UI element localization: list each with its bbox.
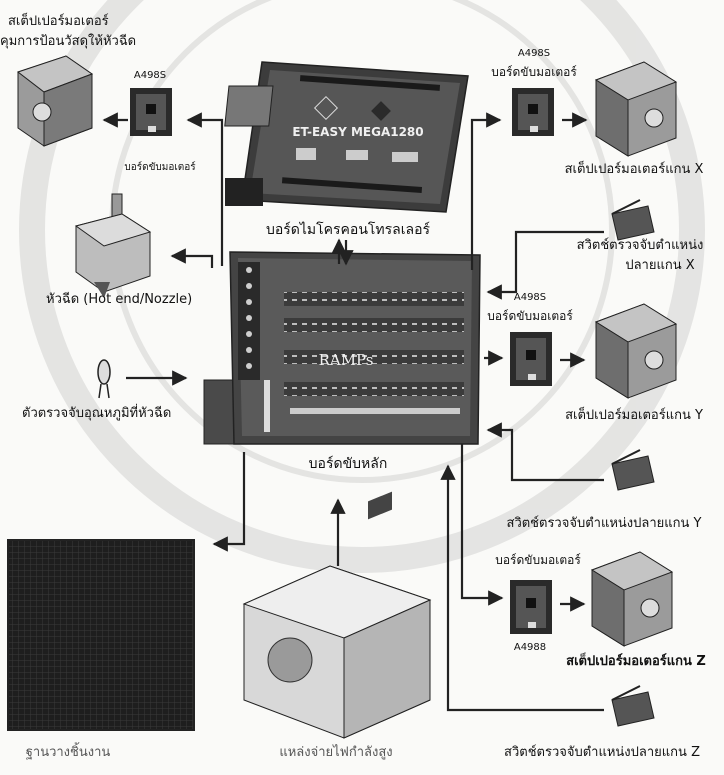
power-supply [242, 491, 432, 739]
x-driver-chip-label: A498S [517, 48, 551, 59]
y-driver-board-label: บอร์ดขับมอเตอร์ [487, 309, 573, 323]
main-board [203, 251, 481, 445]
stepper-motor-y [594, 303, 678, 399]
limit-switch-x [611, 199, 655, 241]
hotend-label: หัวฉีด (Hot end/Nozzle) [46, 292, 193, 307]
x-switch-label-1: สวิตช์ตรวจจับตำแหน่ง [576, 238, 704, 253]
limit-switch-z [611, 685, 655, 727]
mcu-board-label: บอร์ดไมโครคอนโทรลเลอร์ [265, 222, 431, 238]
y-switch-label: สวิตช์ตรวจจับตำแหน่งปลายแกน Y [506, 516, 702, 531]
psu-label: แหล่งจ่ายไฟกำลังสูง [279, 745, 393, 760]
thermistor-label: ตัวตรวจจับอุณหภูมิที่หัวฉีด [22, 406, 172, 421]
driver-board-extruder [130, 88, 172, 136]
mcu-chip-label: ET-EASY MEGA1280 [292, 125, 424, 139]
extruder-motor-label-2: คุมการป้อนวัสดุให้หัวฉีด [0, 34, 137, 49]
bed-label: ฐานวางชิ้นงาน [25, 745, 111, 760]
x-motor-label: สเต็ปเปอร์มอเตอร์แกน X [564, 162, 704, 177]
extruder-motor-label-1: สเต็ปเปอร์มอเตอร์ [8, 14, 109, 29]
stepper-motor-x [594, 61, 678, 157]
z-driver-board-label: บอร์ดขับมอเตอร์ [495, 553, 581, 567]
stepper-motor-extruder [16, 55, 94, 147]
y-driver-chip-label: A498S [513, 292, 547, 303]
mcu-board [224, 61, 469, 213]
stepper-motor-z [590, 551, 674, 647]
z-motor-label: สเต็ปเปอร์มอเตอร์แกน Z [566, 654, 706, 669]
z-switch-label: สวิตช์ตรวจจับตำแหน่งปลายแกน Z [504, 745, 700, 760]
main-board-label: บอร์ดขับหลัก [308, 456, 388, 472]
driver-board-z [510, 580, 552, 634]
hotend-nozzle [74, 193, 152, 298]
ramps-chip-label: RAMPs [318, 351, 374, 369]
y-motor-label: สเต็ปเปอร์มอเตอร์แกน Y [565, 408, 703, 423]
extruder-driver-chip-label: A498S [133, 70, 167, 81]
x-driver-board-label: บอร์ดขับมอเตอร์ [491, 65, 577, 79]
connector-arrows [102, 112, 604, 712]
limit-switch-y [611, 449, 655, 491]
extruder-driver-board-label: บอร์ดขับมอเตอร์ [124, 162, 196, 173]
thermistor [97, 359, 111, 399]
z-driver-chip-label: A4988 [513, 642, 547, 653]
driver-board-x [512, 88, 554, 136]
heated-bed [7, 539, 195, 731]
driver-board-y [510, 332, 552, 386]
x-switch-label-2: ปลายแกน X [625, 258, 695, 273]
